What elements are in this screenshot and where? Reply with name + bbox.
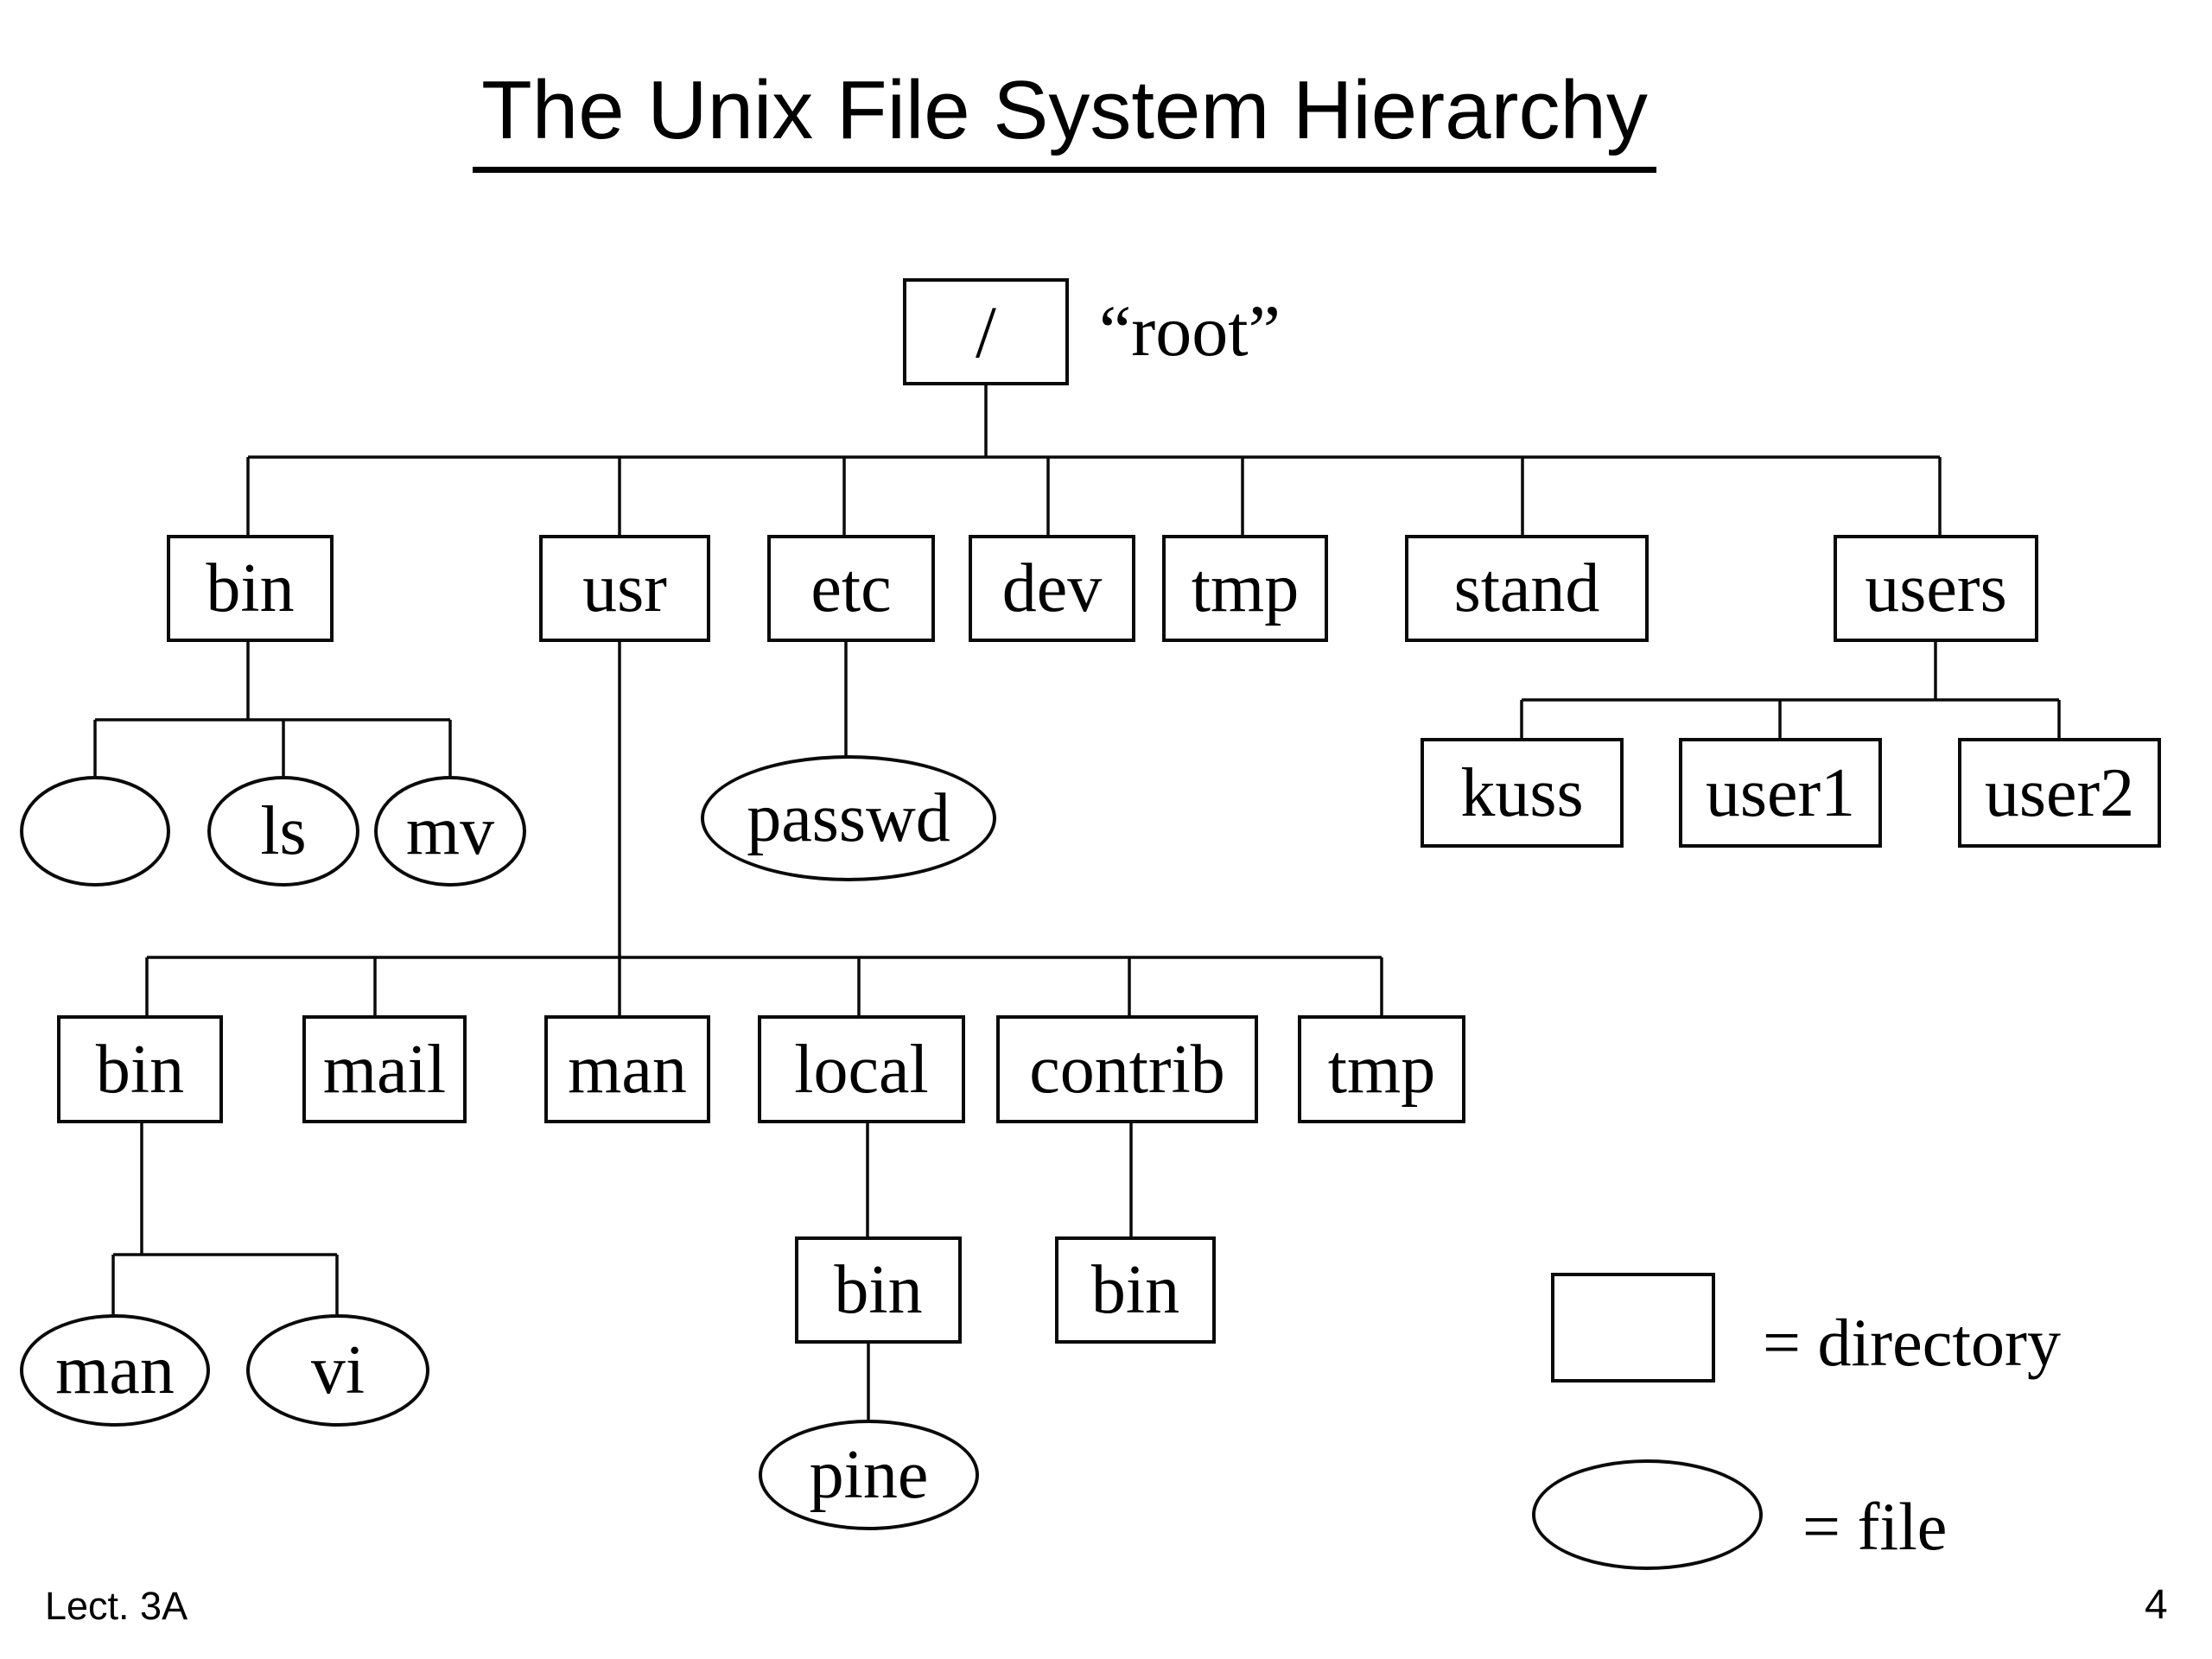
node-usr-local: local: [758, 1015, 965, 1123]
file-ls: ls: [207, 776, 359, 887]
file-pine: pine: [759, 1420, 979, 1530]
node-contrib-bin: bin: [1055, 1236, 1216, 1344]
node-usr-tmp: tmp: [1298, 1015, 1465, 1123]
file-mv: mv: [374, 776, 526, 887]
footer-lecture-label: Lect. 3A: [45, 1584, 188, 1628]
node-root: /: [903, 278, 1069, 385]
file-man: man: [20, 1314, 210, 1427]
legend-directory-label: = directory: [1763, 1305, 2062, 1380]
node-dev: dev: [969, 535, 1135, 642]
node-users: users: [1834, 535, 2038, 642]
slide-title-text: The Unix File System Hierarchy: [473, 64, 1656, 173]
slide-title: The Unix File System Hierarchy: [0, 64, 2129, 173]
legend-directory-swatch: [1551, 1273, 1715, 1382]
node-local-bin: bin: [795, 1236, 962, 1344]
file-passwd: passwd: [701, 755, 996, 881]
file-blank: [20, 776, 170, 887]
node-tmp: tmp: [1162, 535, 1328, 642]
node-usr-contrib: contrib: [996, 1015, 1258, 1123]
node-usr-man: man: [544, 1015, 710, 1123]
node-etc: etc: [767, 535, 935, 642]
node-stand: stand: [1405, 535, 1649, 642]
node-user2: user2: [1958, 738, 2161, 848]
node-bin: bin: [167, 535, 334, 642]
root-annotation: “root”: [1099, 291, 1281, 372]
legend-file-swatch: [1532, 1459, 1763, 1570]
node-kuss: kuss: [1421, 738, 1624, 848]
node-usr-mail: mail: [302, 1015, 467, 1123]
legend-file-label: = file: [1802, 1489, 1948, 1564]
footer-page-number: 4: [2145, 1582, 2168, 1628]
file-vi: vi: [246, 1314, 429, 1427]
node-user1: user1: [1679, 738, 1882, 848]
node-usr: usr: [539, 535, 710, 642]
node-usr-bin: bin: [57, 1015, 223, 1123]
